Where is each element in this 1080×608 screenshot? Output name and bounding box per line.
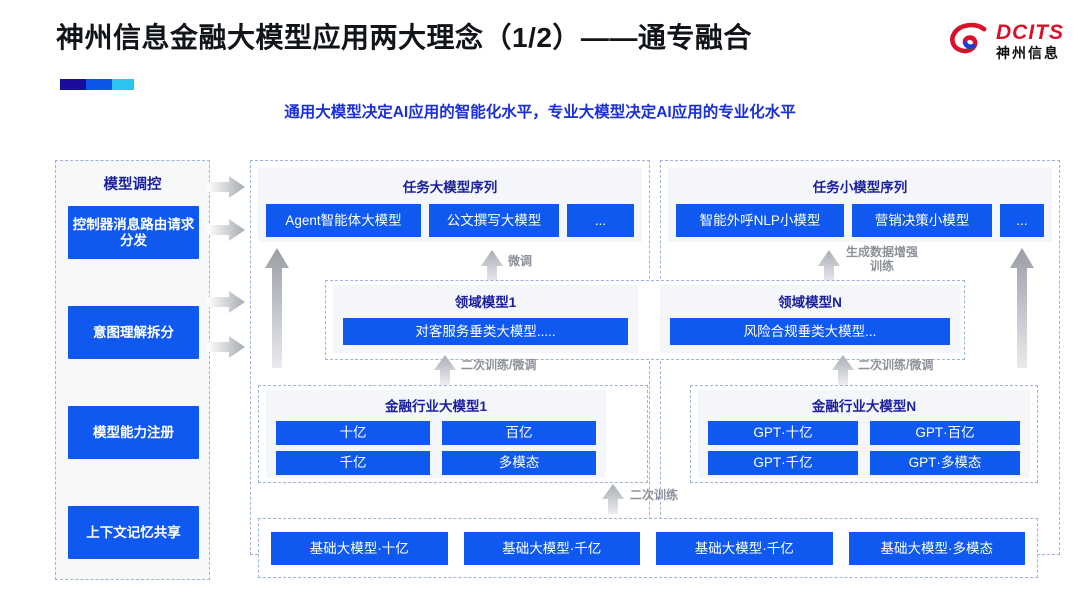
arrow-label-retrain: 二次训练 [630, 488, 679, 502]
flow-arrow-up-retrain-center [602, 484, 624, 514]
task-large-item-writing[interactable]: 公文撰写大模型 [429, 204, 559, 237]
task-large-item-agent[interactable]: Agent智能体大模型 [266, 204, 421, 237]
task-small-item-nlp[interactable]: 智能外呼NLP小模型 [676, 204, 844, 237]
industry-model-1-item-3[interactable]: 千亿 [276, 451, 430, 475]
base-model-item-2[interactable]: 基础大模型·千亿 [463, 532, 640, 565]
industry-model-n-item-2[interactable]: GPT·百亿 [870, 421, 1020, 445]
accent-segment-1 [60, 79, 86, 90]
industry-model-n-title: 金融行业大模型N [811, 399, 917, 414]
industry-model-n-item-4[interactable]: GPT·多模态 [870, 451, 1020, 475]
accent-segment-2 [86, 79, 112, 90]
arrow-label-retrain-tune-left: 二次训练/微调 [461, 358, 537, 372]
page-title: 神州信息金融大模型应用两大理念（1/2）——通专融合 [56, 22, 752, 53]
arrow-label-data-augment: 生成数据增强 训练 [846, 245, 919, 274]
task-small-item-more[interactable]: ... [1000, 204, 1044, 237]
base-model-item-1[interactable]: 基础大模型·十亿 [271, 532, 448, 565]
industry-model-1-title: 金融行业大模型1 [384, 399, 487, 414]
logo-text-cn: 神州信息 [996, 45, 1060, 61]
task-large-item-more[interactable]: ... [567, 204, 634, 237]
domain-model-1-item[interactable]: 对客服务垂类大模型..... [343, 318, 628, 345]
industry-model-n-box: 金融行业大模型N GPT·十亿 GPT·百亿 GPT·千亿 GPT·多模态 [698, 390, 1030, 478]
industry-model-n-item-1[interactable]: GPT·十亿 [708, 421, 858, 445]
sidebar-item-controller-dispatch[interactable]: 控制器消息路由请求分发 [68, 206, 199, 259]
flow-arrow-right-1 [207, 176, 245, 198]
flow-arrow-up-finetune [481, 250, 503, 284]
industry-model-1-item-4[interactable]: 多模态 [442, 451, 596, 475]
task-small-item-marketing[interactable]: 营销决策小模型 [852, 204, 992, 237]
base-model-item-3[interactable]: 基础大模型·千亿 [656, 532, 833, 565]
logo-text-en: DCITS [996, 21, 1064, 44]
task-small-panel: 任务小模型序列 智能外呼NLP小模型 营销决策小模型 ... [668, 168, 1052, 242]
flow-arrow-up-retrain-right [832, 355, 854, 385]
flow-arrow-up-tall-right [1010, 248, 1034, 368]
flow-arrow-right-4 [207, 336, 245, 358]
arrow-label-data-augment-line2: 训练 [870, 258, 895, 273]
accent-bar [60, 79, 134, 90]
spiral-logo-icon [950, 22, 987, 54]
domain-model-1-title: 领域模型1 [454, 295, 517, 310]
industry-model-1-item-1[interactable]: 十亿 [276, 421, 430, 445]
subtitle: 通用大模型决定AI应用的智能化水平，专业大模型决定AI应用的专业化水平 [0, 100, 1080, 122]
domain-model-1-box: 领域模型1 对客服务垂类大模型..... [333, 285, 638, 353]
accent-segment-3 [112, 79, 134, 90]
industry-model-n-item-3[interactable]: GPT·千亿 [708, 451, 858, 475]
sidebar-item-intent-parsing[interactable]: 意图理解拆分 [68, 306, 199, 359]
domain-model-n-item[interactable]: 风险合规垂类大模型... [670, 318, 950, 345]
domain-model-n-title: 领域模型N [778, 295, 842, 310]
brand-logo: DCITS 神州信息 [948, 20, 1064, 62]
domain-model-n-box: 领域模型N 风险合规垂类大模型... [660, 285, 960, 353]
flow-arrow-up-tall-left [265, 248, 289, 368]
task-large-panel: 任务大模型序列 Agent智能体大模型 公文撰写大模型 ... [258, 168, 642, 242]
flow-arrow-right-3 [207, 291, 245, 313]
sidebar-item-capability-registry[interactable]: 模型能力注册 [68, 406, 199, 459]
flow-arrow-up-retrain-left [434, 355, 456, 385]
sidebar-panel: 模型调控 控制器消息路由请求分发 意图理解拆分 模型能力注册 上下文记忆共享 [55, 160, 210, 580]
task-large-title: 任务大模型序列 [402, 180, 498, 195]
base-models-panel: 基础大模型·十亿 基础大模型·千亿 基础大模型·千亿 基础大模型·多模态 [258, 518, 1038, 578]
sidebar-title: 模型调控 [103, 177, 162, 193]
arrow-label-data-augment-line1: 生成数据增强 [846, 245, 919, 259]
industry-model-1-item-2[interactable]: 百亿 [442, 421, 596, 445]
task-small-title: 任务小模型序列 [812, 180, 908, 195]
flow-arrow-right-2 [207, 219, 245, 241]
sidebar-item-context-memory[interactable]: 上下文记忆共享 [68, 506, 199, 559]
base-model-item-4[interactable]: 基础大模型·多模态 [848, 532, 1025, 565]
flow-arrow-up-data-augment [818, 250, 840, 284]
arrow-label-retrain-tune-right: 二次训练/微调 [858, 358, 934, 372]
arrow-label-fine-tune: 微调 [508, 254, 533, 268]
industry-model-1-box: 金融行业大模型1 十亿 百亿 千亿 多模态 [266, 390, 606, 478]
subtitle-text: 通用大模型决定AI应用的智能化水平，专业大模型决定AI应用的专业化水平 [284, 104, 796, 121]
